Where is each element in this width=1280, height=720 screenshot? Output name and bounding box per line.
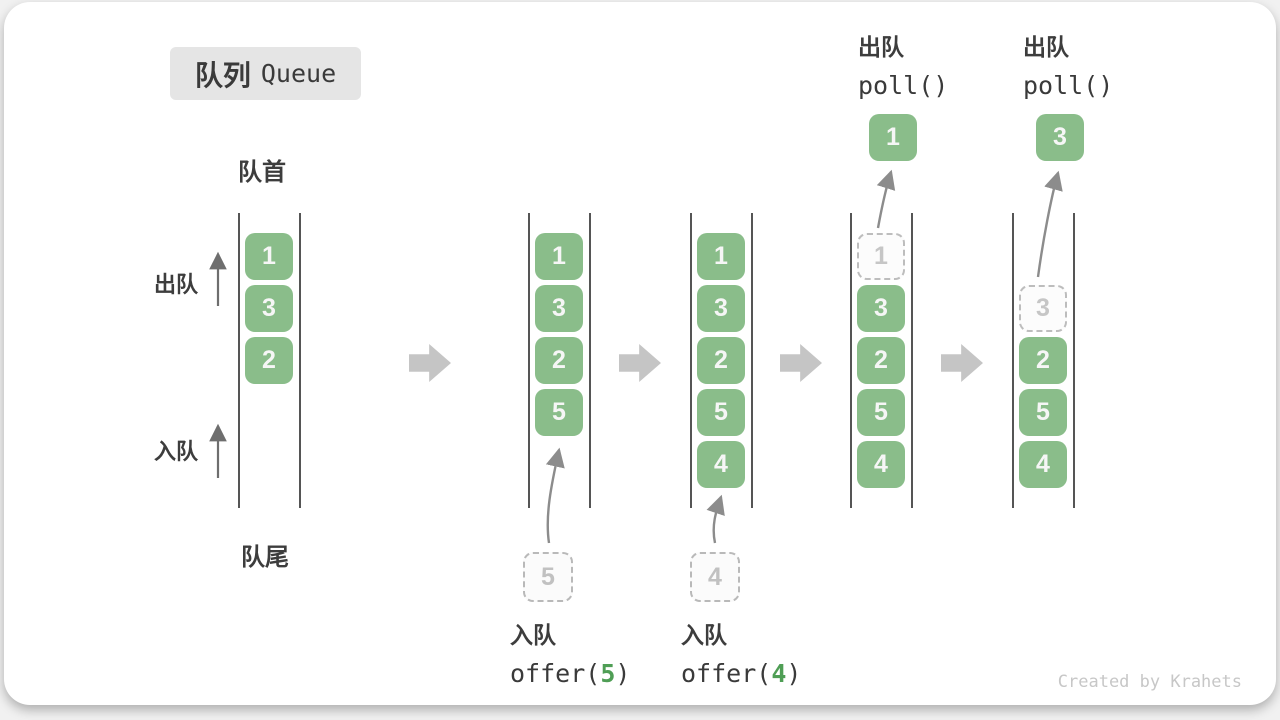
queue3-cell: 5 xyxy=(697,389,745,436)
queue3-cell: 4 xyxy=(697,441,745,488)
label-queue-front: 队首 xyxy=(238,159,286,186)
title-zh: 队列 xyxy=(194,59,251,91)
op-enqueue-label: 入队 xyxy=(681,622,727,648)
queue3-cell: 2 xyxy=(697,337,745,384)
enqueue-4-arrow-icon xyxy=(706,494,725,544)
code-arg: 4 xyxy=(771,659,787,688)
label-dequeue-side: 出队 xyxy=(154,272,199,297)
enqueue-5-arrow-icon xyxy=(545,447,565,544)
queue2-cell: 2 xyxy=(535,337,583,384)
popped-element: 3 xyxy=(1036,114,1084,161)
op-dequeue-label: 出队 xyxy=(1023,34,1069,60)
queue2-wall-right xyxy=(589,213,591,508)
queue1-wall-right xyxy=(299,213,301,508)
queue4-wall-right xyxy=(911,213,913,508)
arrow-right-icon xyxy=(619,344,661,382)
queue5-cell: 2 xyxy=(1019,337,1067,384)
code-post: ) xyxy=(786,659,802,688)
dequeue-1-arrow-icon xyxy=(876,169,896,229)
queue3-cell: 3 xyxy=(697,285,745,332)
queue4-wall-left xyxy=(850,213,852,508)
op-enqueue-5: 入队 offer(5) xyxy=(510,616,630,688)
code-pre: offer( xyxy=(681,659,772,688)
queue1-wall-left xyxy=(238,213,240,508)
queue4-removed-slot: 1 xyxy=(857,233,905,280)
queue3-wall-right xyxy=(751,213,753,508)
queue4-cell: 4 xyxy=(857,441,905,488)
code-pre: offer( xyxy=(510,659,601,688)
credit-text: Created by Krahets xyxy=(1057,672,1242,692)
op-dequeue-label: 出队 xyxy=(858,34,904,60)
queue2-wall-left xyxy=(528,213,530,508)
arrow-right-icon xyxy=(409,344,451,382)
queue5-cell: 5 xyxy=(1019,389,1067,436)
queue5-cell: 4 xyxy=(1019,441,1067,488)
queue2-cell: 3 xyxy=(535,285,583,332)
queue4-cell: 2 xyxy=(857,337,905,384)
queue2-cell: 1 xyxy=(535,233,583,280)
queue5-wall-left xyxy=(1012,213,1014,508)
arrow-right-icon xyxy=(941,344,983,382)
queue1-cell: 1 xyxy=(245,233,293,280)
label-queue-rear: 队尾 xyxy=(241,544,289,571)
op-enqueue-label: 入队 xyxy=(510,622,556,648)
code-arg: 5 xyxy=(600,659,616,688)
dequeue-3-arrow-icon xyxy=(1036,170,1063,278)
op-enqueue-4: 入队 offer(4) xyxy=(681,616,801,688)
popped-element: 1 xyxy=(869,114,917,161)
pending-element: 4 xyxy=(690,552,740,602)
op-enqueue-code: offer(4) xyxy=(681,659,801,688)
queue2-cell: 5 xyxy=(535,389,583,436)
op-dequeue-code: poll() xyxy=(858,71,949,100)
label-enqueue-side: 入队 xyxy=(154,439,199,464)
queue1-cell: 3 xyxy=(245,285,293,332)
op-enqueue-code: offer(5) xyxy=(510,659,630,688)
queue3-wall-left xyxy=(690,213,692,508)
queue5-wall-right xyxy=(1073,213,1075,508)
title-en: Queue xyxy=(260,59,337,88)
op-dequeue-3: 出队 poll() xyxy=(1023,28,1113,100)
queue4-cell: 3 xyxy=(857,285,905,332)
queue4-cell: 5 xyxy=(857,389,905,436)
queue1-cell: 2 xyxy=(245,337,293,384)
code-post: ) xyxy=(615,659,631,688)
diagram-title: 队列 Queue xyxy=(170,47,361,100)
op-dequeue-code: poll() xyxy=(1023,71,1114,100)
queue3-cell: 1 xyxy=(697,233,745,280)
arrow-right-icon xyxy=(780,344,822,382)
op-dequeue-1: 出队 poll() xyxy=(858,28,948,100)
queue5-removed-slot: 3 xyxy=(1019,285,1067,332)
pending-element: 5 xyxy=(523,552,573,602)
